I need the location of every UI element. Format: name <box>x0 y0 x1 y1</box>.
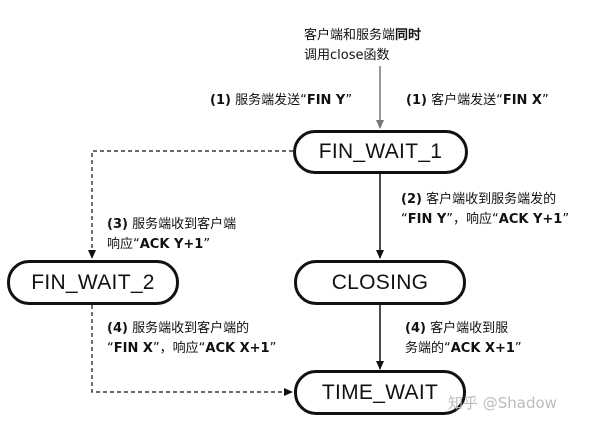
dashed-arrow-finwait2-to-timewait <box>91 305 293 396</box>
label-simultaneous-close: 客户端和服务端同时 调用close函数 <box>304 26 421 66</box>
label-step3: (3) 服务端收到客户端 响应“ACK Y+1” <box>107 217 237 252</box>
step-number: (4) <box>107 321 128 336</box>
state-fin-wait-1: FIN_WAIT_1 <box>293 130 468 174</box>
label-top-line1: 客户端和服务端 <box>304 28 396 43</box>
state-closing: CLOSING <box>294 260 466 305</box>
step-number: (3) <box>107 217 128 232</box>
label-top-line2: 调用close函数 <box>304 48 390 63</box>
step-number: (1) <box>210 93 231 108</box>
state-time-wait: TIME_WAIT <box>294 370 466 415</box>
step-number: (2) <box>401 192 422 207</box>
step-number: (4) <box>405 321 426 336</box>
label-server-send-fin: (1) 服务端发送“FIN Y” <box>210 93 353 108</box>
label-client-send-fin: (1) 客户端发送“FIN X” <box>406 93 549 108</box>
step-number: (1) <box>406 93 427 108</box>
label-step2: (2) 客户端收到服务端发的 “FIN Y”，响应“ACK Y+1” <box>401 192 570 227</box>
packet-fin-x: FIN X <box>502 93 542 108</box>
state-fin-wait-2: FIN_WAIT_2 <box>7 260 179 305</box>
label-step4-client: (4) 客户端收到服 务端的“ACK X+1” <box>405 321 522 356</box>
label-top-bold: 同时 <box>395 28 422 43</box>
watermark: 知乎 @Shadow <box>448 394 557 412</box>
label-step4-server: (4) 服务端收到客户端的 “FIN X”，响应“ACK X+1” <box>107 321 277 356</box>
packet-fin-y: FIN Y <box>306 93 346 108</box>
dashed-arrow-finwait1-to-finwait2 <box>88 150 293 259</box>
